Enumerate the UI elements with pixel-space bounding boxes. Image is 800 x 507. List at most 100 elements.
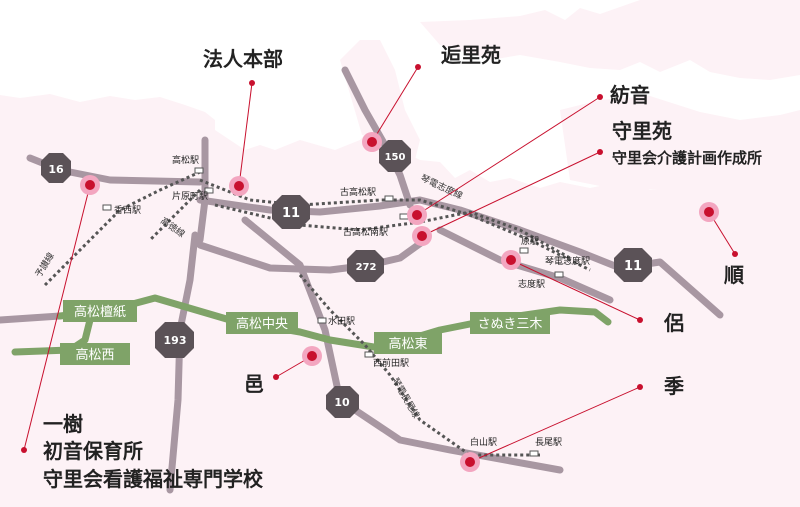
- station-marker-kawa: [102, 204, 112, 211]
- land-east-coast: [560, 96, 800, 190]
- facility-label-shurien: 守里苑: [612, 119, 672, 143]
- facility-markers: [80, 132, 719, 472]
- station-marker-shido: [554, 271, 564, 278]
- station-marker-nagao: [529, 450, 539, 457]
- route-number-150: 150: [385, 152, 406, 163]
- route-number-193: 193: [164, 334, 187, 347]
- leader-dot-shurien: [597, 149, 603, 155]
- facility-marker-jun[interactable]: [699, 202, 719, 222]
- route-number-11-east: 11: [624, 259, 642, 274]
- route-number-16: 16: [48, 163, 64, 176]
- station-labels: 高松駅 片原町駅 香西駅 古高松駅 古高松南駅 原駅 琴電志度駅 志度駅 水田駅…: [114, 154, 590, 448]
- leader-dot-ryo: [637, 317, 643, 323]
- leader-dot-yu: [273, 374, 279, 380]
- leader-dot-toki: [637, 384, 643, 390]
- ic-badge-takamatsu-higashi: [374, 332, 442, 354]
- railways: [43, 170, 591, 457]
- station-label-mizuta: 水田駅: [328, 315, 355, 327]
- station-label-katahara: 片原町駅: [172, 190, 208, 202]
- facility-marker-ryo[interactable]: [501, 250, 521, 270]
- leader-dot-tsumugine: [597, 94, 603, 100]
- station-label-shiroyama: 白山駅: [470, 436, 497, 448]
- station-label-shido: 志度駅: [518, 278, 545, 290]
- leader-seirien: [371, 66, 419, 143]
- facility-label-seirien: 逅里苑: [441, 43, 501, 67]
- facility-label-ryo: 侶: [663, 311, 684, 335]
- facility-labels: 法人本部 逅里苑 紡音 守里苑 守里会介護計画作成所 順 侶 季 邑 一樹 初音…: [43, 43, 762, 491]
- leader-dot-seirien: [415, 64, 421, 70]
- station-label-kawa: 香西駅: [114, 205, 141, 216]
- station-marker-hara: [519, 247, 529, 254]
- route-badges: 16 150 11 272 11 193 10: [41, 140, 652, 418]
- leader-dot-houjin-honbu: [249, 80, 255, 86]
- ic-badge-sanuki-miki: [470, 312, 550, 334]
- route-badge-150: 150: [379, 140, 411, 172]
- route-badge-193: 193: [155, 322, 194, 358]
- facility-marker-seirien[interactable]: [362, 132, 382, 152]
- leader-dot-kazuki: [21, 447, 27, 453]
- station-marker-nishimaeda: [364, 351, 374, 358]
- leader-toki: [469, 386, 641, 463]
- facility-marker-houjin-honbu[interactable]: [229, 176, 249, 196]
- station-marker-kotakamatsu-minami: [399, 213, 409, 220]
- station-label-kotoden-shido: 琴電志度駅: [545, 255, 590, 267]
- railway-main: [199, 178, 591, 272]
- road-west: [0, 312, 64, 324]
- facility-label-kazuki: 一樹: [43, 412, 83, 436]
- facility-label-shurien-sub: 守里会介護計画作成所: [612, 149, 762, 167]
- facility-label-houjin-honbu: 法人本部: [203, 47, 283, 71]
- leader-ryo: [510, 259, 641, 321]
- leader-end-dots: [21, 64, 738, 453]
- ic-label-takamatsu-nishi: 高松西: [75, 347, 114, 363]
- station-marker-takamatsu: [194, 167, 204, 174]
- station-marker-kotakamatsu: [384, 195, 394, 202]
- ic-label-takamatsu-chuo: 高松中央: [236, 316, 288, 332]
- leader-tsumugine: [416, 96, 601, 216]
- station-marker-mizuta: [317, 317, 327, 324]
- ic-label-takamatsu-higashi: 高松東: [388, 336, 427, 352]
- facility-label-tsumugine: 紡音: [610, 83, 650, 107]
- station-marker-katahara: [204, 187, 214, 194]
- ic-label-sanuki-miki: さぬき三木: [478, 317, 543, 332]
- facility-label-yu: 邑: [244, 372, 264, 396]
- facility-label-toki: 季: [663, 374, 684, 398]
- facility-marker-yu[interactable]: [302, 346, 322, 366]
- railway-yosan-line: [43, 170, 201, 287]
- route-number-10: 10: [334, 396, 350, 409]
- route-number-11-west: 11: [282, 206, 300, 221]
- ic-badge-takamatsu-chuo: [226, 312, 298, 334]
- facility-marker-kazuki[interactable]: [80, 175, 100, 195]
- facility-marker-toki[interactable]: [460, 452, 480, 472]
- route-badge-11-west: 11: [272, 195, 310, 229]
- highway-main: [56, 294, 612, 352]
- station-label-kotakamatsu-minami: 古高松南駅: [343, 226, 388, 238]
- land-northeast: [420, 0, 800, 80]
- facility-marker-shurien[interactable]: [412, 226, 432, 246]
- ic-badge-takamatsu-nishi: [60, 343, 130, 365]
- station-label-nagao: 長尾駅: [535, 437, 562, 448]
- route-badge-11-east: 11: [614, 248, 652, 282]
- route-badge-16: 16: [41, 153, 71, 183]
- station-label-takamatsu: 高松駅: [172, 154, 199, 166]
- railway-nagao-line: [298, 274, 540, 457]
- highway-interchanges: 高松檀紙 高松西 高松中央 高松東 さぬき三木: [60, 300, 550, 365]
- station-label-nishimaeda: 西前田駅: [373, 357, 409, 369]
- station-label-kotakamatsu: 古高松駅: [340, 186, 376, 198]
- ic-label-takamatsu-danshi: 高松檀紙: [74, 304, 126, 320]
- route-badge-10: 10: [326, 386, 359, 418]
- facility-label-hatsune: 初音保育所: [43, 439, 143, 463]
- facility-label-nursing-school: 守里会看護福祉専門学校: [43, 467, 264, 491]
- route-badge-272: 272: [347, 250, 384, 282]
- road-north-south: [196, 136, 209, 244]
- leader-houjin-honbu: [238, 82, 253, 187]
- ic-badge-takamatsu-danshi: [63, 300, 137, 322]
- leader-dot-jun: [732, 251, 738, 257]
- route-number-272: 272: [356, 262, 377, 273]
- land-peninsula: [340, 40, 420, 160]
- leader-shurien: [421, 151, 601, 237]
- facility-marker-tsumugine[interactable]: [407, 205, 427, 225]
- leader-kazuki: [23, 184, 91, 451]
- railway-shido-line: [214, 203, 571, 260]
